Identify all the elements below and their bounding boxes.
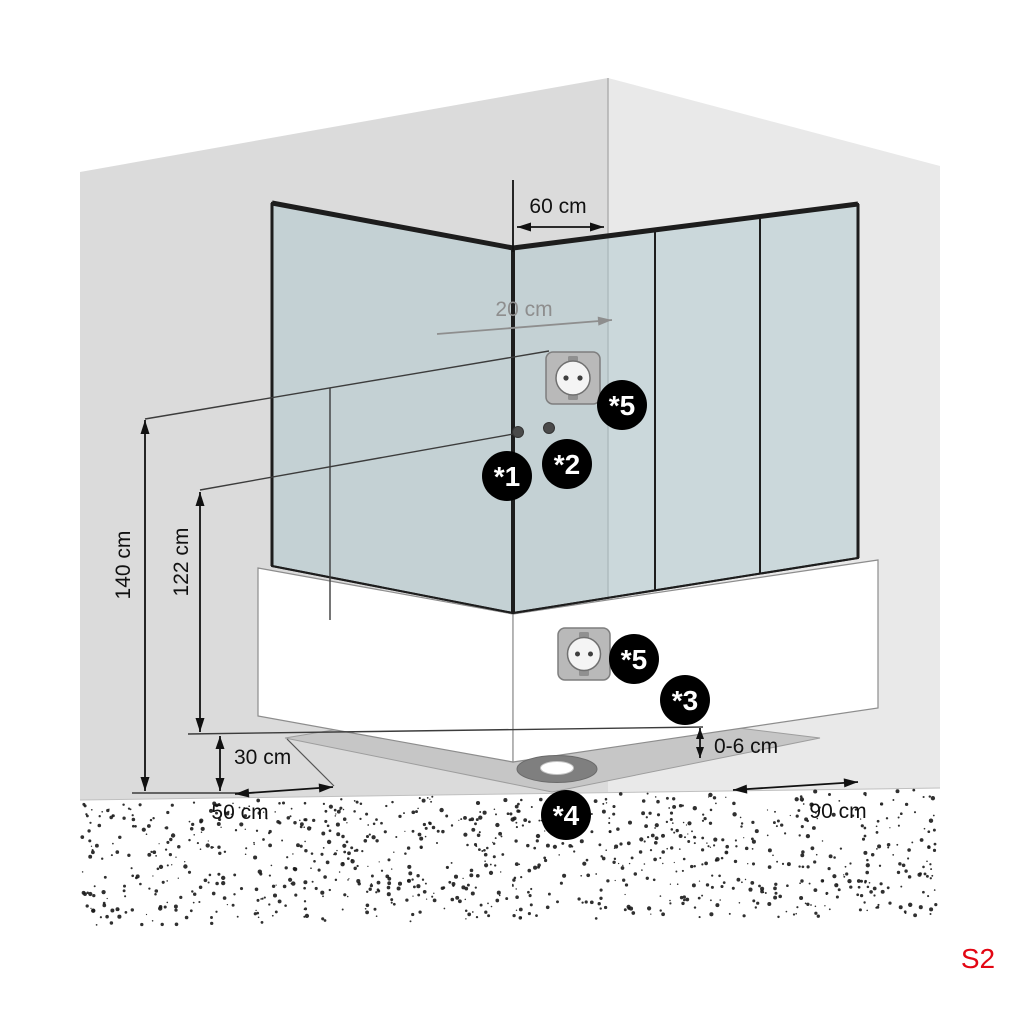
dim-50cm: 50 cm — [211, 783, 334, 824]
arrowhead — [140, 420, 150, 434]
ref-line-control-height — [199, 432, 520, 491]
bottom-edge-right — [512, 557, 859, 614]
arrowhead — [843, 778, 858, 788]
dim-30cm: 30 cm — [215, 736, 291, 791]
dim-0-6cm: 0-6 cm — [696, 728, 778, 758]
arrowhead — [733, 784, 748, 794]
arrowhead — [590, 222, 604, 232]
marker-circle — [541, 790, 591, 840]
dim-label-122cm: 122 cm — [170, 528, 193, 597]
connection-dot-1 — [512, 426, 524, 438]
arrowhead — [215, 778, 225, 791]
marker-circle — [597, 380, 647, 430]
dim-label-50cm: 50 cm — [211, 801, 268, 824]
marker-label: *2 — [554, 449, 580, 480]
marker-label: *5 — [609, 390, 635, 421]
arrowhead — [696, 747, 704, 758]
arrowhead — [195, 718, 205, 732]
marker-4: *4 — [541, 790, 591, 840]
dim-90cm: 90 cm — [732, 778, 867, 823]
marker-circle — [660, 675, 710, 725]
marker-5-upper: *5 — [597, 380, 647, 430]
marker-circle — [482, 451, 532, 501]
arrowhead — [517, 222, 531, 232]
arrowhead — [696, 728, 704, 739]
shower-tray — [257, 559, 879, 763]
marker-label: *3 — [672, 685, 698, 716]
power-socket-icon — [557, 627, 611, 681]
marker-3: *3 — [660, 675, 710, 725]
arrowhead — [318, 783, 333, 793]
dim-20cm: 20 cm — [436, 298, 613, 335]
connection-dot-2 — [543, 422, 555, 434]
marker-1: *1 — [482, 451, 532, 501]
floor-edge — [79, 787, 941, 801]
arrowhead — [215, 736, 225, 749]
dim-122cm: 122 cm — [170, 492, 205, 732]
dim-arrow-line — [436, 319, 613, 335]
connection-points — [512, 422, 555, 438]
model-code: S2 — [961, 943, 995, 974]
floor-speckle — [80, 788, 938, 927]
marker-5-lower: *5 — [609, 634, 659, 684]
marker-2: *2 — [542, 439, 592, 489]
dim-label-140cm: 140 cm — [112, 531, 135, 600]
marker-label: *5 — [621, 644, 647, 675]
dim-label-20cm: 20 cm — [495, 298, 552, 321]
tray-front-right — [512, 559, 879, 763]
glass-enclosure — [270, 200, 860, 615]
top-frame-left — [271, 200, 514, 251]
dim-label-60cm: 60 cm — [529, 195, 586, 218]
glass-panel-left — [271, 201, 514, 615]
dim-140cm: 140 cm — [112, 420, 150, 791]
marker-circle — [542, 439, 592, 489]
dim-arrow-line — [732, 781, 859, 791]
arrowhead — [597, 316, 612, 326]
ref-ext-plate-corner — [286, 738, 335, 787]
glass-panel-right — [512, 202, 859, 615]
ref-line-socket-height — [144, 350, 550, 420]
dim-label-30cm: 30 cm — [234, 746, 291, 769]
bathroom-floor — [79, 787, 941, 930]
power-socket-icon — [545, 351, 601, 405]
marker-label: *4 — [553, 800, 580, 831]
marker-circle — [609, 634, 659, 684]
dim-label-0-6cm: 0-6 cm — [714, 735, 778, 758]
arrowhead — [195, 492, 205, 506]
bottom-edge-left — [271, 565, 514, 614]
arrowhead — [140, 777, 150, 791]
arrowhead — [235, 788, 250, 798]
drain-icon — [516, 755, 598, 783]
dim-60cm: 60 cm — [512, 180, 604, 252]
top-frame-right — [512, 201, 859, 251]
reference-lines — [132, 350, 704, 794]
dim-label-90cm: 90 cm — [809, 800, 866, 823]
dim-arrow-line — [234, 786, 334, 795]
ref-line-tray-top — [187, 726, 704, 735]
marker-label: *1 — [494, 461, 520, 492]
